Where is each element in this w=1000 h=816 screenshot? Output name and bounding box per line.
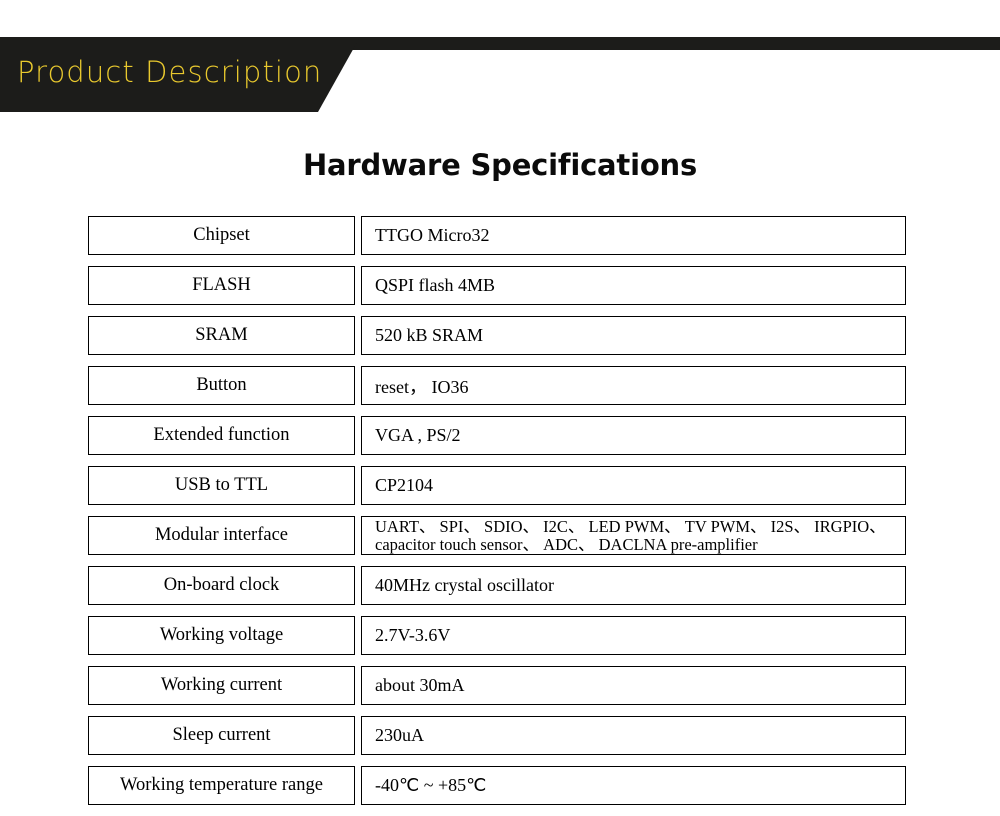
table-row: Extended function VGA , PS/2 [88, 416, 906, 455]
hardware-specifications-table: Chipset TTGO Micro32 FLASH QSPI flash 4M… [88, 216, 906, 816]
table-row: USB to TTL CP2104 [88, 466, 906, 505]
spec-value-modular-interface-line1: UART、 SPI、 SDIO、 I2C、 LED PWM、 TV PWM、 I… [375, 517, 886, 536]
product-description-banner: Product Description [0, 37, 1000, 112]
page-title: Hardware Specifications [302, 148, 698, 182]
table-row: On-board clock 40MHz crystal oscillator [88, 566, 906, 605]
table-row: Button reset， IO36 [88, 366, 906, 405]
spec-label-modular-interface: Modular interface [88, 516, 355, 555]
spec-label-extended-function: Extended function [88, 416, 355, 455]
banner-angled-block [0, 37, 360, 112]
spec-value-working-temperature-range: -40℃ ~ +85℃ [361, 766, 906, 805]
spec-label-chipset: Chipset [88, 216, 355, 255]
spec-value-extended-function: VGA , PS/2 [361, 416, 906, 455]
spec-value-modular-interface-line2: capacitor touch sensor、 ADC、 DACLNA pre-… [375, 534, 758, 554]
spec-value-chipset: TTGO Micro32 [361, 216, 906, 255]
table-row: FLASH QSPI flash 4MB [88, 266, 906, 305]
table-row: Working current about 30mA [88, 666, 906, 705]
spec-label-sram: SRAM [88, 316, 355, 355]
spec-value-working-current: about 30mA [361, 666, 906, 705]
spec-value-usb-to-ttl: CP2104 [361, 466, 906, 505]
spec-value-modular-interface: UART、 SPI、 SDIO、 I2C、 LED PWM、 TV PWM、 I… [361, 516, 906, 555]
table-row: Sleep current 230uA [88, 716, 906, 755]
table-row: Working temperature range -40℃ ~ +85℃ [88, 766, 906, 805]
table-row: Chipset TTGO Micro32 [88, 216, 906, 255]
spec-label-working-voltage: Working voltage [88, 616, 355, 655]
spec-label-usb-to-ttl: USB to TTL [88, 466, 355, 505]
table-row: Working voltage 2.7V-3.6V [88, 616, 906, 655]
spec-value-sleep-current: 230uA [361, 716, 906, 755]
table-row: SRAM 520 kB SRAM [88, 316, 906, 355]
spec-label-working-temperature-range: Working temperature range [88, 766, 355, 805]
table-row: Modular interface UART、 SPI、 SDIO、 I2C、 … [88, 516, 906, 555]
spec-value-on-board-clock: 40MHz crystal oscillator [361, 566, 906, 605]
spec-value-button: reset， IO36 [361, 366, 906, 405]
spec-label-sleep-current: Sleep current [88, 716, 355, 755]
spec-label-working-current: Working current [88, 666, 355, 705]
spec-value-working-voltage: 2.7V-3.6V [361, 616, 906, 655]
spec-value-flash: QSPI flash 4MB [361, 266, 906, 305]
spec-label-flash: FLASH [88, 266, 355, 305]
banner-title: Product Description [17, 55, 323, 89]
spec-value-sram: 520 kB SRAM [361, 316, 906, 355]
spec-label-button: Button [88, 366, 355, 405]
spec-label-on-board-clock: On-board clock [88, 566, 355, 605]
